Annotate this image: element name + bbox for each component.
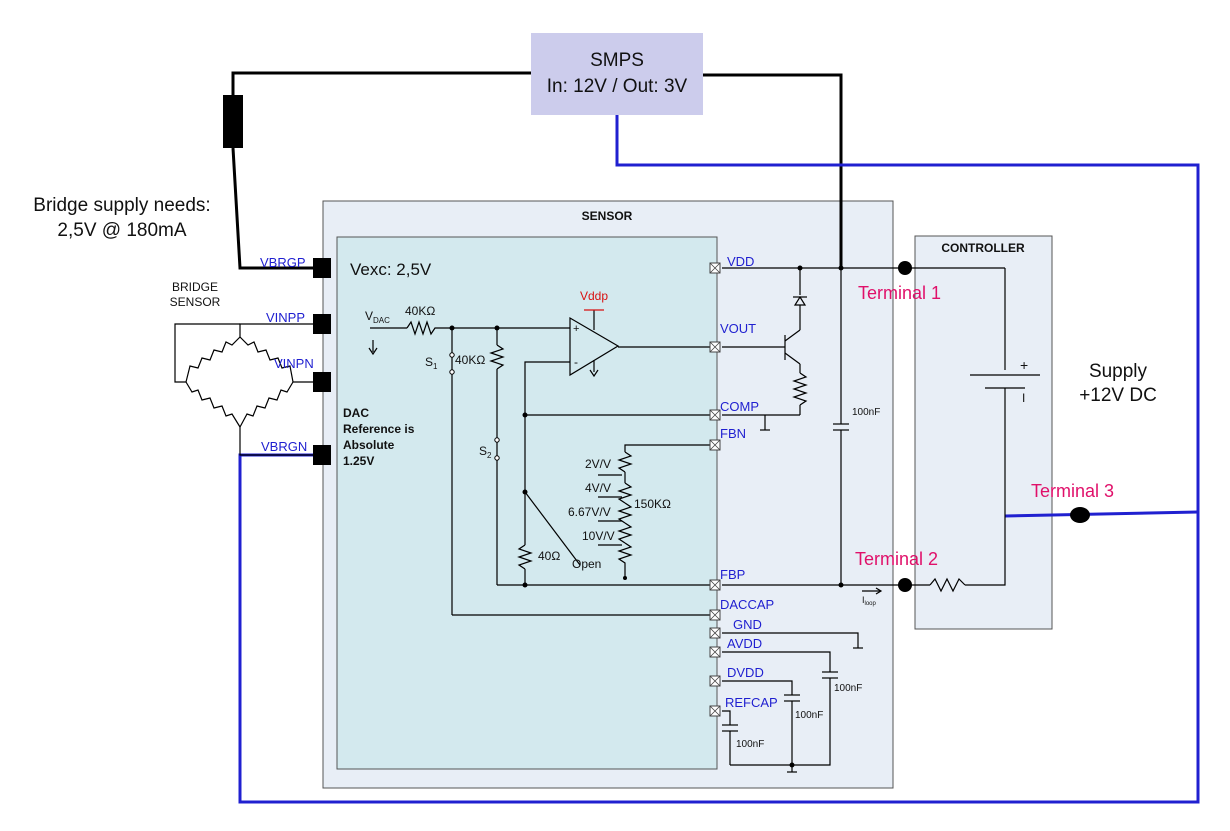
pin-vbrgn: VBRGN [261,439,307,454]
dac-note-4: 1.25V [343,454,374,468]
pin-vdd: VDD [727,254,754,269]
sensor-title: SENSOR [582,209,633,223]
pin-vinpp: VINPP [266,310,305,325]
opamp-plus: + [573,323,579,335]
controller-title: CONTROLLER [941,241,1025,255]
switch-s1-label: S1 [425,355,438,371]
resistor-40k-a-label: 40KΩ [405,304,435,318]
vdac-label: VDAC [365,309,390,325]
battery-minus: I [1022,391,1025,405]
pin-vout: VOUT [720,321,756,336]
supply-label-1: Supply [1089,361,1148,382]
sensor-right-pin-crosses [709,262,721,717]
dac-note-2: Reference is [343,422,415,436]
pin-daccap: DACCAP [720,597,774,612]
cap-dvdd-label: 100nF [795,710,823,721]
resistor-40ohm-label: 40Ω [538,549,560,563]
pin-refcap: REFCAP [725,695,778,710]
bridge-supply-note-2: 2,5V @ 180mA [57,220,186,241]
bridge-sensor [174,323,323,456]
pin-vbrgp: VBRGP [260,255,306,270]
dac-note-3: Absolute [343,438,395,452]
power-wires [231,71,843,270]
battery-plus: + [1020,357,1028,373]
cap-avdd-label: 100nF [834,683,862,694]
resistor-40k-b-label: 40KΩ [455,353,485,367]
smps-box [531,33,703,115]
switch-s2-label: S2 [479,444,492,460]
bridge-label-1: BRIDGE [172,280,218,294]
opamp-minus: - [574,355,578,369]
dac-note-1: DAC [343,406,369,420]
sensor-internal-wires [368,267,1040,773]
iloop-label: Iloop [862,595,877,607]
gain-10-label: 10V/V [582,529,615,543]
resistor-150k-label: 150KΩ [634,497,671,511]
controller-box [914,235,1053,630]
gain-667-label: 6.67V/V [568,505,611,519]
cap-vdd-label: 100nF [852,407,880,418]
terminal-1-dot [898,261,912,275]
terminal-1-label: Terminal 1 [858,283,941,303]
pin-avdd: AVDD [727,636,762,651]
smps-title: SMPS [590,50,644,71]
pin-vinpn: VINPN [274,356,314,371]
terminal-3-label: Terminal 3 [1031,481,1114,501]
switch-contacts [449,352,500,461]
terminal-3-dot [1070,507,1090,523]
inductor [223,95,243,148]
terminal-2-dot [898,578,912,592]
terminal-2-label: Terminal 2 [855,549,938,569]
pin-comp: COMP [720,399,759,414]
bridge-label-2: SENSOR [170,295,221,309]
junction-dots [449,265,844,768]
pin-dvdd: DVDD [727,665,764,680]
pin-fbn: FBN [720,426,746,441]
bridge-supply-note-1: Bridge supply needs: [33,195,210,216]
vexc-label: Vexc: 2,5V [350,260,432,279]
smps-spec: In: 12V / Out: 3V [547,76,688,97]
open-label: Open [572,557,601,571]
bridge-pins [313,258,331,465]
sensor-inner-box [336,236,718,770]
pin-fbp: FBP [720,567,745,582]
cap-refcap-label: 100nF [736,739,764,750]
supply-label-2: +12V DC [1079,385,1157,406]
gain-4-label: 4V/V [585,481,611,495]
gain-2-label: 2V/V [585,457,611,471]
vddp-label: Vddp [580,289,608,303]
pin-gnd: GND [733,617,762,632]
